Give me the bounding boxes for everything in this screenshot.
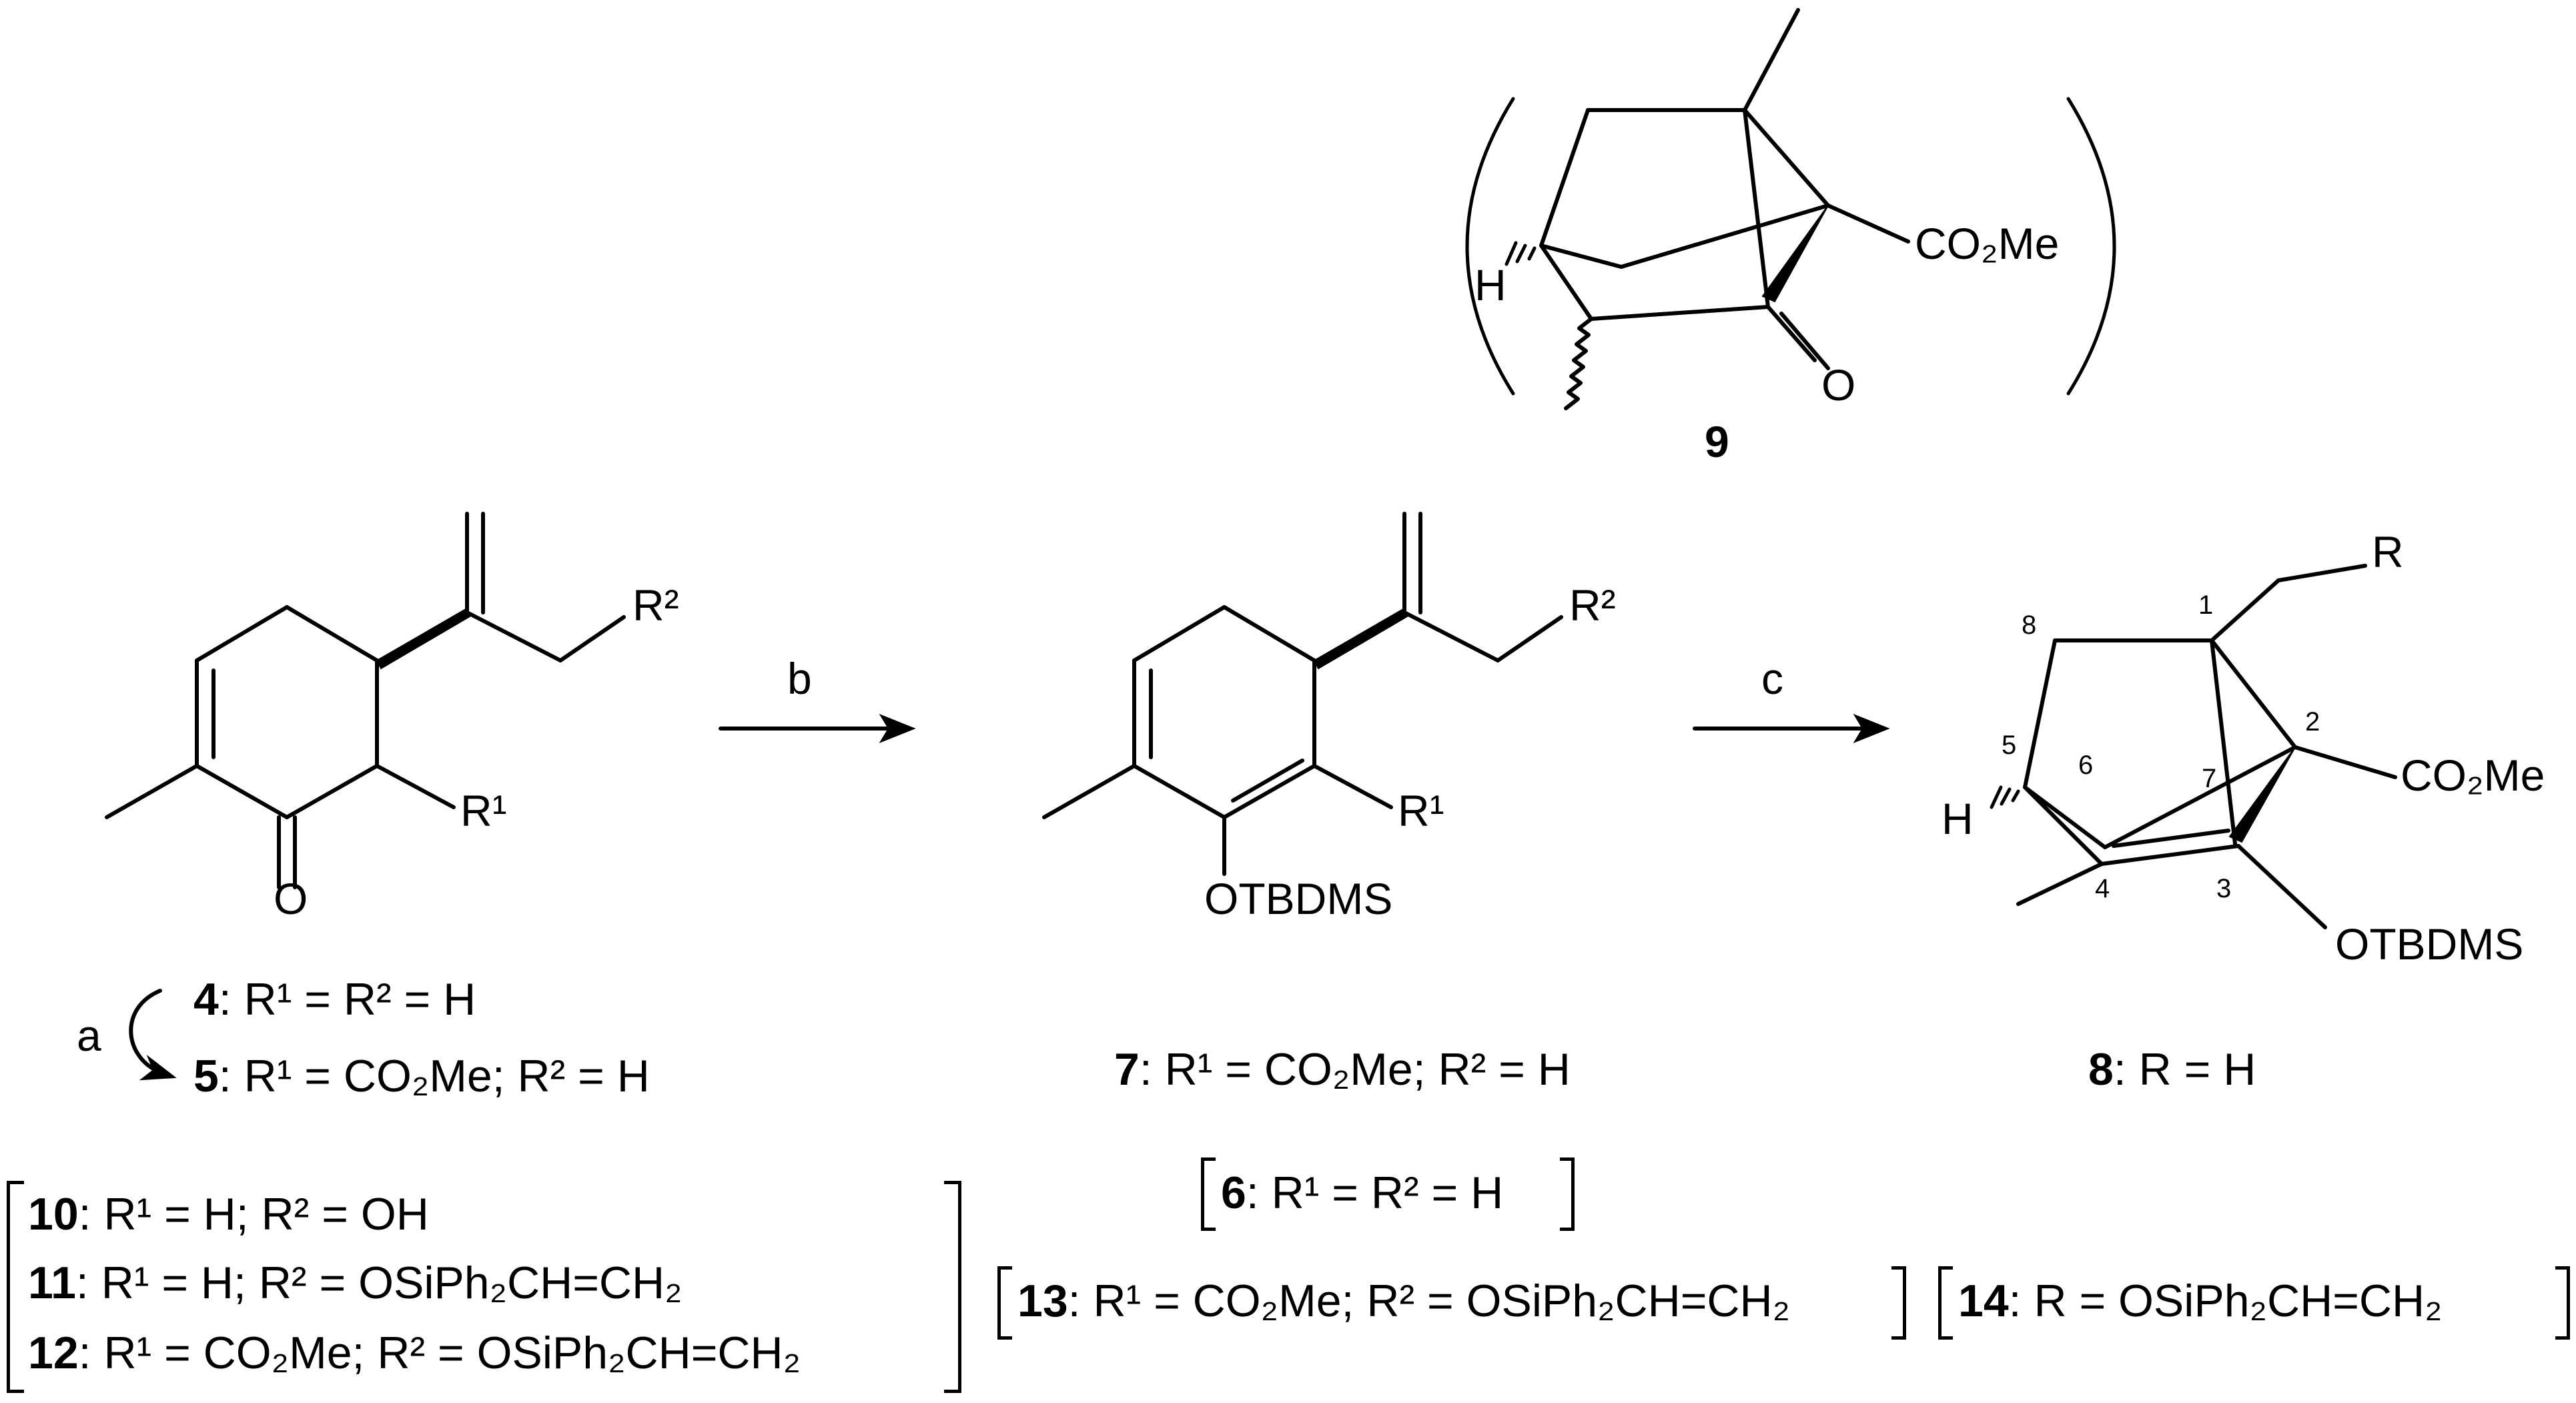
atom-R2: R² bbox=[632, 580, 679, 630]
compound-number-8: 8 bbox=[2088, 1044, 2114, 1095]
caption-compound-10: 10: R¹ = H; R² = OH bbox=[28, 1189, 429, 1240]
compound-6-definition: R¹ = R² = H bbox=[1271, 1167, 1504, 1218]
locant-7: 7 bbox=[2202, 764, 2216, 793]
caption-compound-8: 8: R = H bbox=[2088, 1044, 2256, 1095]
right-parenthesis bbox=[2066, 97, 2116, 396]
compound-number-11: 11 bbox=[28, 1258, 76, 1308]
arrow-a: a bbox=[77, 989, 177, 1081]
caption-compound-11: 11: R¹ = H; R² = OSiPh₂CH=CH₂ bbox=[28, 1258, 683, 1308]
bracket-left-13 bbox=[997, 1266, 1012, 1340]
caption-compound-5: 5: R¹ = CO₂Me; R² = H bbox=[193, 1051, 650, 1101]
bracket-right-13 bbox=[1891, 1266, 1906, 1340]
locant-1: 1 bbox=[2198, 590, 2213, 620]
atom-CO2Me: CO₂Me bbox=[1915, 219, 2059, 268]
atom-R1: R¹ bbox=[460, 786, 507, 835]
atom-CO2Me: CO₂Me bbox=[2401, 751, 2545, 800]
step-c-label: c bbox=[1761, 654, 1783, 703]
locant-3: 3 bbox=[2216, 874, 2231, 903]
locant-4: 4 bbox=[2095, 874, 2110, 903]
atom-O: O bbox=[1821, 360, 1855, 410]
compound-7-structure: OTBDMS R¹ R² bbox=[1042, 512, 1616, 923]
atom-R2: R² bbox=[1569, 580, 1616, 630]
atom-H: H bbox=[1942, 794, 1974, 843]
locant-8: 8 bbox=[2022, 610, 2036, 640]
compound-4-definition: R¹ = R² = H bbox=[244, 974, 476, 1025]
label-9: 9 bbox=[1705, 417, 1729, 466]
compound-number-10: 10 bbox=[28, 1189, 79, 1240]
compound-11-definition: R¹ = H; R² = OSiPh₂CH=CH₂ bbox=[101, 1258, 683, 1308]
compound-number-7: 7 bbox=[1114, 1044, 1140, 1095]
compound-5-definition: R¹ = CO₂Me; R² = H bbox=[244, 1051, 650, 1101]
atom-OTBDMS: OTBDMS bbox=[2335, 919, 2523, 969]
atom-R1: R¹ bbox=[1398, 786, 1444, 835]
compound-7-definition: R¹ = CO₂Me; R² = H bbox=[1164, 1044, 1571, 1095]
arrow-b: b bbox=[719, 654, 916, 744]
bracket-left-6 bbox=[1201, 1157, 1216, 1231]
bracket-left-14 bbox=[1938, 1266, 1953, 1340]
atom-OTBDMS: OTBDMS bbox=[1204, 874, 1392, 923]
compound-14-definition: R = OSiPh₂CH=CH₂ bbox=[2034, 1276, 2443, 1326]
bracket-left-10-12 bbox=[7, 1181, 24, 1393]
arrow-c: c bbox=[1693, 654, 1890, 744]
locant-6: 6 bbox=[2078, 751, 2093, 780]
bracket-right-10-12 bbox=[944, 1181, 961, 1393]
caption-compound-14: 14: R = OSiPh₂CH=CH₂ bbox=[1958, 1276, 2443, 1326]
compound-number-4: 4 bbox=[193, 974, 219, 1025]
caption-compound-13: 13: R¹ = CO₂Me; R² = OSiPh₂CH=CH₂ bbox=[1017, 1276, 1791, 1326]
step-a-label: a bbox=[77, 1011, 101, 1060]
atom-O: O bbox=[274, 874, 308, 923]
step-b-label: b bbox=[787, 654, 812, 703]
compound-number-6: 6 bbox=[1221, 1167, 1246, 1218]
compound-10-definition: R¹ = H; R² = OH bbox=[103, 1189, 429, 1240]
atom-R: R bbox=[2372, 527, 2404, 576]
caption-compound-7: 7: R¹ = CO₂Me; R² = H bbox=[1114, 1044, 1571, 1095]
caption-compound-6: 6: R¹ = R² = H bbox=[1221, 1167, 1504, 1218]
locant-2: 2 bbox=[2305, 707, 2320, 737]
bracket-right-14 bbox=[2555, 1266, 2570, 1340]
compound-8-structure: H R CO₂Me OTBDMS 1 2 3 4 5 6 7 8 bbox=[1942, 527, 2545, 969]
caption-compound-4: 4: R¹ = R² = H bbox=[193, 974, 476, 1025]
compound-8-definition: R = H bbox=[2138, 1044, 2256, 1095]
compound-9-structure: H CO₂Me O 9 bbox=[1465, 8, 2116, 466]
atom-H: H bbox=[1474, 260, 1507, 310]
compound-4-structure: O R¹ R² bbox=[105, 512, 679, 923]
compound-number-13: 13 bbox=[1017, 1276, 1068, 1326]
bracket-right-6 bbox=[1560, 1157, 1575, 1231]
compound-13-definition: R¹ = CO₂Me; R² = OSiPh₂CH=CH₂ bbox=[1093, 1276, 1791, 1326]
compound-number-5: 5 bbox=[193, 1051, 219, 1101]
compound-number-12: 12 bbox=[28, 1328, 79, 1378]
left-parenthesis bbox=[1465, 97, 1515, 396]
locant-5: 5 bbox=[2002, 731, 2016, 760]
compound-12-definition: R¹ = CO₂Me; R² = OSiPh₂CH=CH₂ bbox=[103, 1328, 801, 1378]
caption-compound-12: 12: R¹ = CO₂Me; R² = OSiPh₂CH=CH₂ bbox=[28, 1328, 801, 1378]
compound-number-14: 14 bbox=[1958, 1276, 2009, 1326]
